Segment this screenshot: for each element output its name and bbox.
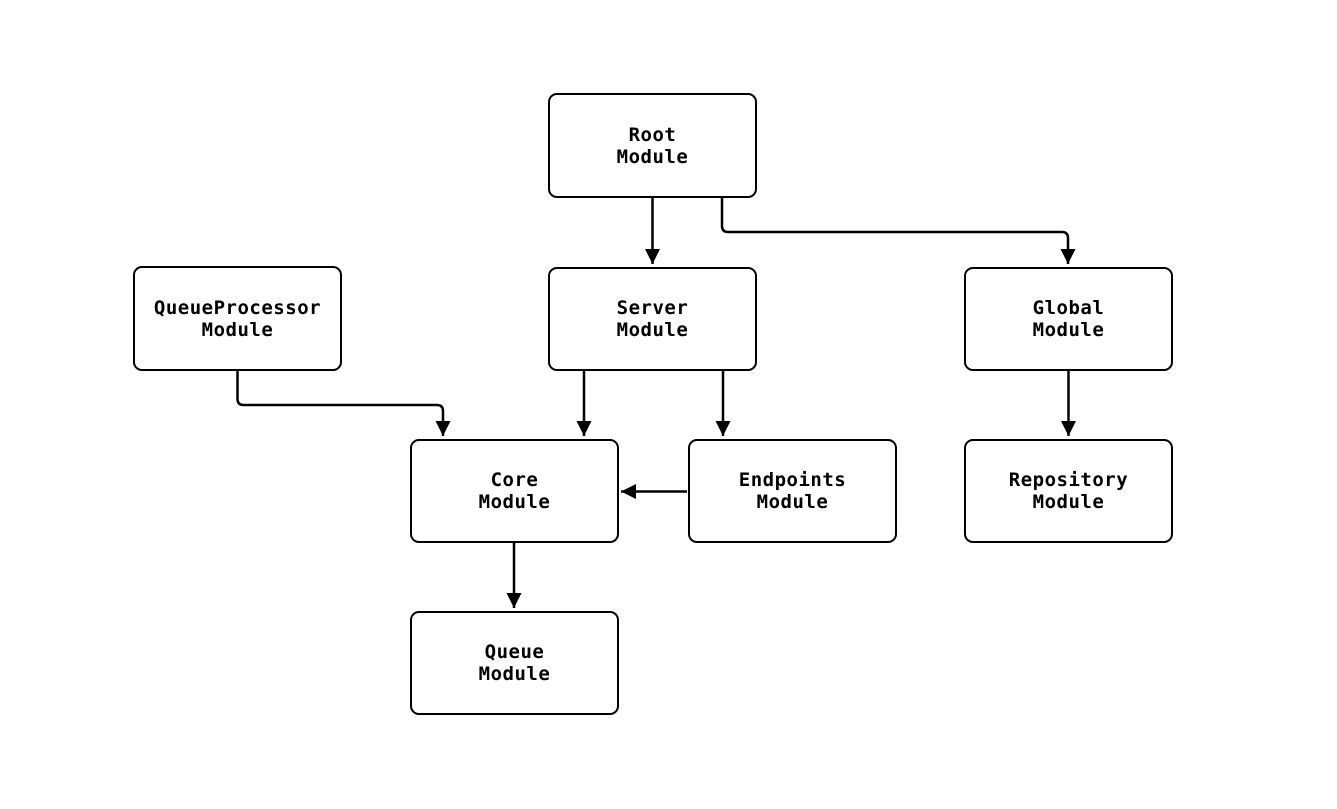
node-core-module: Core Module bbox=[410, 439, 619, 543]
node-queueprocessor-module-label: QueueProcessor Module bbox=[153, 296, 322, 341]
node-global-module: Global Module bbox=[964, 267, 1173, 371]
node-server-module-label: Server Module bbox=[616, 297, 689, 341]
node-global-module-label: Global Module bbox=[1032, 297, 1105, 341]
node-root-module: Root Module bbox=[548, 93, 757, 198]
node-repository-module: Repository Module bbox=[964, 439, 1173, 543]
node-server-module: Server Module bbox=[548, 267, 757, 371]
edge-queueprocessor-to-core bbox=[236, 371, 451, 436]
node-queueprocessor-module: QueueProcessor Module bbox=[133, 266, 342, 371]
node-root-module-label: Root Module bbox=[616, 123, 689, 168]
node-queue-module-label: Queue Module bbox=[478, 641, 551, 685]
edge-root-to-global bbox=[720, 198, 1076, 264]
node-queue-module: Queue Module bbox=[410, 611, 619, 715]
node-core-module-label: Core Module bbox=[478, 469, 551, 513]
node-endpoints-module: Endpoints Module bbox=[688, 439, 897, 543]
node-repository-module-label: Repository Module bbox=[1008, 469, 1129, 513]
node-endpoints-module-label: Endpoints Module bbox=[738, 469, 847, 513]
